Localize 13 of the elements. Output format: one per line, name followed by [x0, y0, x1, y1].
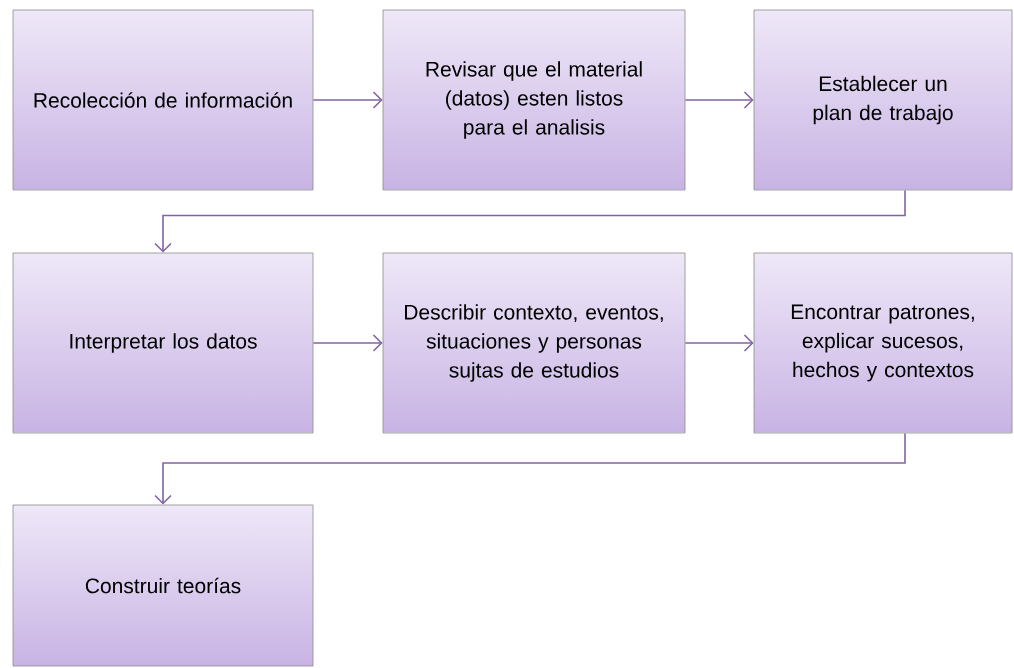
arrow — [312, 334, 383, 352]
process-box: Interpretar los datos — [12, 252, 314, 434]
process-box: Construir teorías — [12, 504, 314, 667]
process-box: Revisar que el material (datos) esten listos para el analisis — [382, 9, 686, 191]
arrow — [312, 91, 383, 109]
arrow — [154, 432, 906, 505]
arrow — [154, 189, 906, 253]
process-box: Encontrar patrones, explicar sucesos, hechos y contextos — [753, 252, 1013, 434]
arrow — [684, 334, 754, 352]
process-box: Describir contexto, eventos, situaciones y personas sujtas de estudios — [382, 252, 686, 434]
arrow — [684, 91, 754, 109]
process-box: Establecer un plan de trabajo — [753, 9, 1013, 191]
process-box: Recolección de información — [12, 9, 314, 191]
